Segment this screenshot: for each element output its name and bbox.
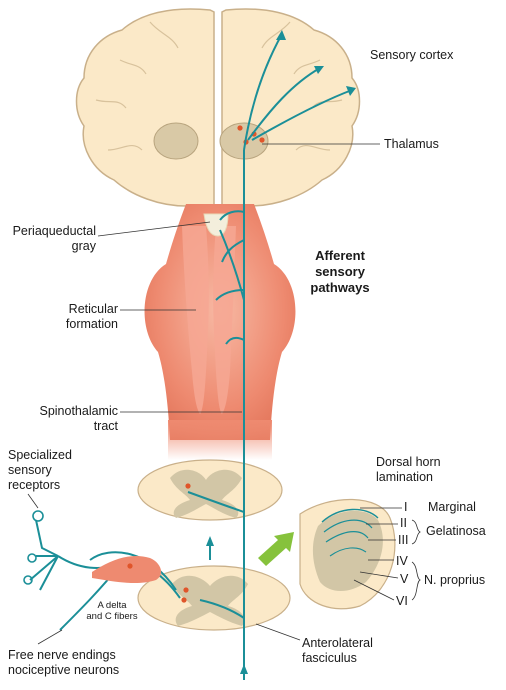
- label-specialized-line2: sensory: [8, 463, 72, 478]
- label-dorsal-horn-line1: Dorsal horn: [376, 455, 441, 470]
- label-afferent-line3: pathways: [300, 280, 380, 296]
- label-free-nerve-endings: Free nerve endings nociceptive neurons: [8, 648, 119, 678]
- label-reticular-formation: Reticular formation: [20, 302, 118, 332]
- label-reticular-line2: formation: [20, 317, 118, 332]
- label-fibers-line2: and C fibers: [80, 611, 144, 622]
- label-lamina-2: II: [400, 516, 407, 531]
- label-lamina-4: IV: [396, 554, 408, 569]
- label-afferent-line2: sensory: [300, 264, 380, 280]
- label-specialized-line1: Specialized: [8, 448, 72, 463]
- brainstem: [145, 204, 296, 460]
- label-anterolateral-line1: Anterolateral: [302, 636, 373, 651]
- label-spinothalamic-tract: Spinothalamic tract: [8, 404, 118, 434]
- label-anterolateral-fasciculus: Anterolateral fasciculus: [302, 636, 373, 666]
- label-fibers: A delta and C fibers: [80, 600, 144, 622]
- label-lamina-1: I: [404, 500, 407, 515]
- dorsal-horn-inset: [300, 499, 395, 608]
- label-marginal: Marginal: [428, 500, 476, 515]
- label-afferent-line1: Afferent: [300, 248, 380, 264]
- label-free-nerve-line2: nociceptive neurons: [8, 663, 119, 678]
- label-lamina-3: III: [398, 533, 408, 548]
- magnify-arrow: [258, 532, 294, 566]
- label-spinothalamic-line1: Spinothalamic: [8, 404, 118, 419]
- label-anterolateral-line2: fasciculus: [302, 651, 373, 666]
- label-periaqueductal-line1: Periaqueductal: [8, 224, 96, 239]
- brain-cerebrum: [77, 9, 360, 206]
- sensory-receptors: [24, 511, 43, 584]
- dorsal-root-ganglion: [92, 556, 161, 583]
- label-lamina-5: V: [400, 572, 408, 587]
- label-periaqueductal: Periaqueductal gray: [8, 224, 96, 254]
- label-reticular-line1: Reticular: [20, 302, 118, 317]
- label-free-nerve-line1: Free nerve endings: [8, 648, 119, 663]
- label-specialized-receptors: Specialized sensory receptors: [8, 448, 72, 493]
- label-spinothalamic-line2: tract: [8, 419, 118, 434]
- label-sensory-cortex: Sensory cortex: [370, 48, 453, 63]
- label-gelatinosa: Gelatinosa: [426, 524, 486, 539]
- label-fibers-line1: A delta: [80, 600, 144, 611]
- label-specialized-line3: receptors: [8, 478, 72, 493]
- label-dorsal-horn-lamination: Dorsal horn lamination: [376, 455, 441, 485]
- label-lamina-6: VI: [396, 594, 408, 609]
- label-dorsal-horn-line2: lamination: [376, 470, 441, 485]
- spinal-cord-section-upper: [138, 460, 282, 520]
- label-thalamus: Thalamus: [384, 137, 439, 152]
- label-n-proprius: N. proprius: [424, 573, 485, 588]
- label-afferent-sensory-pathways: Afferent sensory pathways: [300, 248, 380, 296]
- label-periaqueductal-line2: gray: [8, 239, 96, 254]
